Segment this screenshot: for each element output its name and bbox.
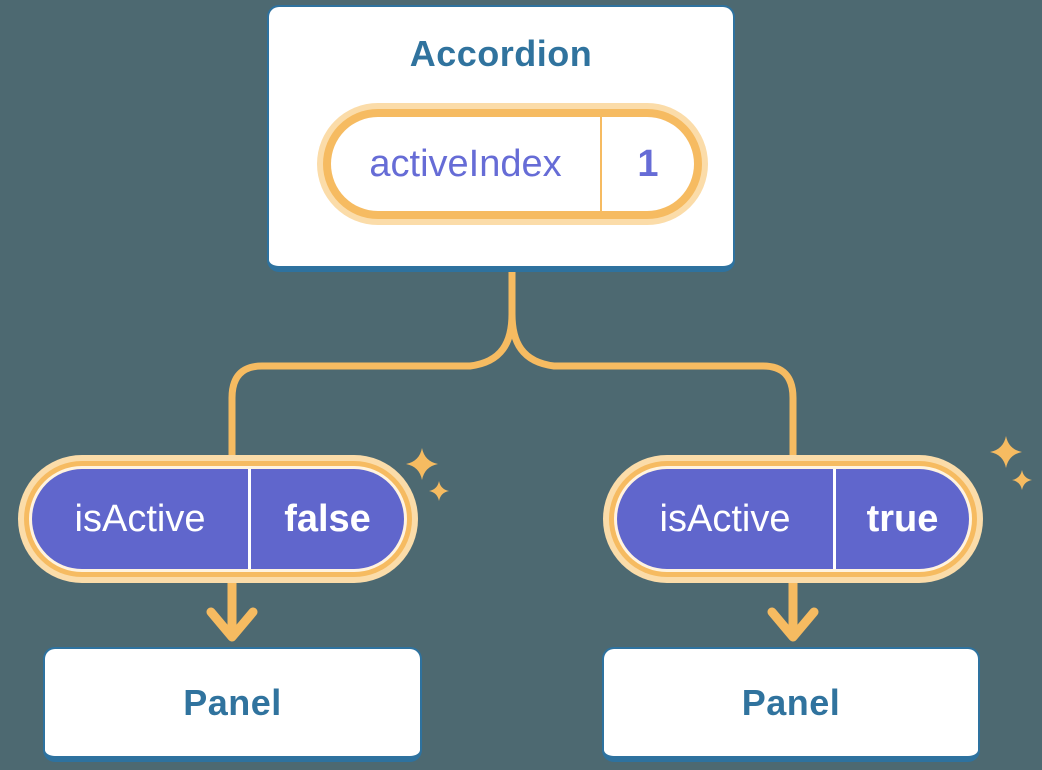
arrow-right-head [767, 607, 819, 642]
prop-value: false [284, 497, 371, 540]
component-title: Panel [183, 681, 282, 723]
state-pill-body: activeIndex 1 [331, 117, 694, 211]
connector-branch-right [508, 268, 797, 461]
prop-pill-border: isActive true [609, 461, 977, 577]
prop-pill-body: isActive true [617, 469, 969, 569]
state-pill-border: activeIndex 1 [323, 109, 702, 219]
prop-pill-false: isActive false [18, 455, 418, 583]
prop-name: isActive [74, 497, 206, 540]
sparkle-icon [990, 436, 1022, 468]
connector-branch-left [228, 268, 516, 461]
prop-pill-body: isActive false [32, 469, 404, 569]
prop-value: true [866, 497, 939, 540]
panel-component-box-right: Panel [602, 647, 980, 762]
state-name: activeIndex [369, 142, 562, 185]
prop-pill-true: isActive true [603, 455, 983, 583]
prop-pill-border: isActive false [24, 461, 412, 577]
component-title: Accordion [409, 33, 593, 74]
arrow-left-head [206, 607, 258, 642]
state-pill-divider [600, 117, 602, 211]
sparkle-icon [406, 448, 438, 480]
prop-pill-divider [248, 469, 251, 569]
sparkle-icon [1012, 470, 1032, 490]
panel-component-box-left: Panel [43, 647, 422, 762]
prop-pill-divider [833, 469, 836, 569]
state-pill: activeIndex 1 [317, 103, 708, 225]
sparkle-icon [429, 481, 449, 501]
state-value: 1 [637, 142, 659, 185]
component-title: Panel [741, 681, 841, 723]
prop-name: isActive [659, 497, 791, 540]
